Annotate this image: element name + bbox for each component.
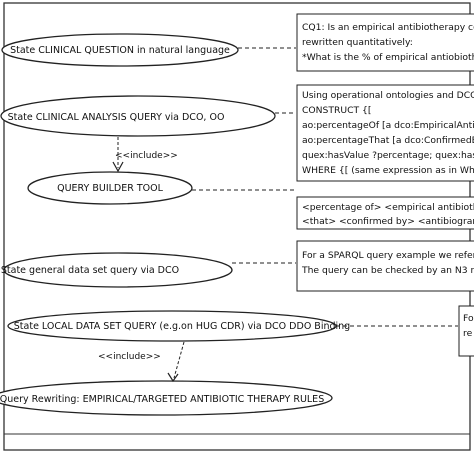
use-case-clinical-question	[1, 33, 239, 67]
note-template-lines: <percentage of> <empirical antibiothera …	[302, 202, 474, 227]
note-cq1-line: CQ1: Is an empirical antibiotherapy conf…	[302, 22, 474, 33]
use-case-general-data-set-query-label: State general data set query via DCO	[1, 265, 179, 276]
note-construct-lines: Using operational ontologies and DCO CON…	[302, 90, 474, 176]
note-construct-line: ao:percentageOf [a dco:EmpiricalAntibio	[302, 120, 474, 131]
use-case-query-builder-tool-label: QUERY BUILDER TOOL	[57, 183, 164, 194]
note-sparql-line: For a SPARQL query example we refer fo	[302, 250, 474, 261]
use-case-query-rewriting-label: Query Rewriting: EMPIRICAL/TARGETED ANTI…	[0, 394, 324, 405]
note-template-line: <that> <confirmed by> <antibiogram>	[302, 216, 474, 227]
use-case-clinical-analysis-query-label: State CLINICAL ANALYSIS QUERY via DCO, O…	[8, 112, 225, 123]
include-arrow-1-head	[112, 161, 124, 173]
note-construct-line: quex:hasValue ?percentage; quex:hasU	[302, 150, 474, 161]
note-cq1	[296, 13, 474, 72]
note-cq1-line: *What is the % of empirical antiobiother…	[302, 52, 474, 63]
note-local-lines: Fo re	[463, 313, 474, 339]
note-local-line: re	[463, 328, 473, 339]
include-arrow-2-head	[167, 372, 179, 383]
note-local	[458, 305, 474, 357]
note-construct-line: WHERE {[ (same expression as in Wher	[302, 165, 474, 176]
note-local-line: Fo	[463, 313, 474, 324]
note-construct-line: ao:percentageThat [a dco:ConfirmedEm	[302, 135, 474, 146]
note-sparql-lines: For a SPARQL query example we refer fo T…	[301, 250, 474, 276]
use-case-query-builder-tool	[27, 171, 193, 205]
note-template	[296, 196, 474, 230]
include-label-2: <<include>>	[98, 352, 161, 362]
use-case-clinical-analysis-query	[0, 95, 276, 137]
note-construct-line: Using operational ontologies and DCO	[302, 90, 474, 101]
note-construct	[296, 84, 474, 182]
use-case-clinical-question-label: State CLINICAL QUESTION in natural langu…	[10, 45, 230, 56]
note-sparql-line: The query can be checked by an N3 rule	[301, 265, 474, 276]
note-cq1-line: rewritten quantitatively:	[302, 37, 413, 48]
use-case-local-data-set-query-label: State LOCAL DATA SET QUERY (e.g.on HUG C…	[14, 321, 350, 332]
note-sparql	[296, 240, 474, 292]
include-arrow-2	[173, 341, 185, 379]
use-case-query-rewriting	[0, 380, 333, 416]
note-cq1-lines: CQ1: Is an empirical antibiotherapy conf…	[302, 22, 474, 63]
note-construct-line: CONSTRUCT {[	[302, 105, 371, 116]
use-case-general-data-set-query	[3, 252, 233, 288]
include-label-1: <<include>>	[115, 151, 178, 161]
note-template-line: <percentage of> <empirical antibiothera	[302, 202, 474, 213]
